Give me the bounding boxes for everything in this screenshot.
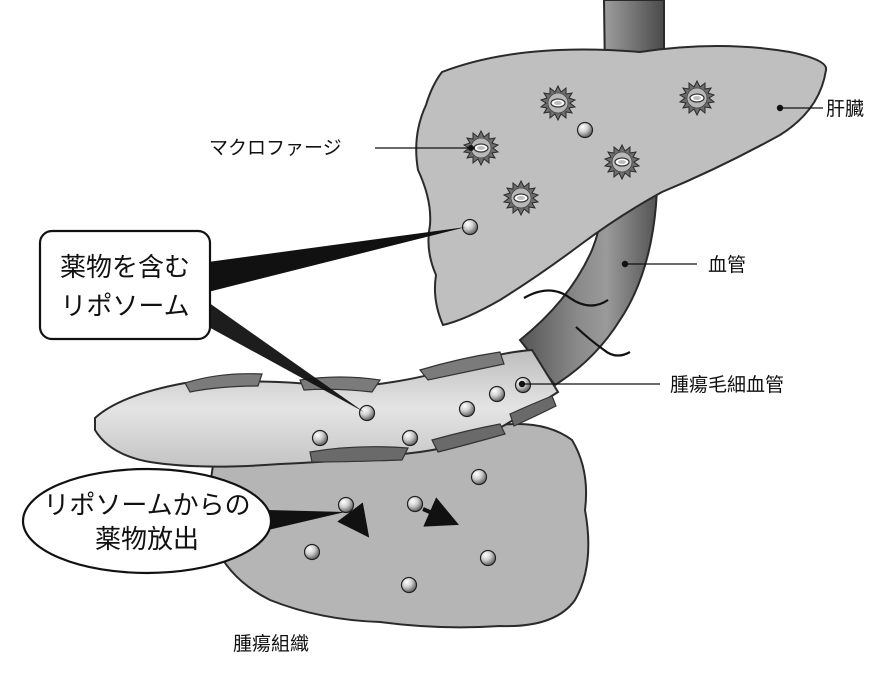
release-callout-line2: 薬物放出 — [95, 525, 199, 555]
liposome-icon — [337, 496, 355, 514]
liposome-icon — [479, 549, 497, 567]
release-arrow-icon — [422, 497, 459, 527]
liver-label: 肝臓 — [826, 98, 864, 120]
release-arrow-icon — [337, 502, 370, 538]
liposome-icon — [461, 218, 479, 236]
liposome-icon — [458, 400, 476, 418]
liposome-icon — [470, 468, 488, 486]
tumor-tissue-label: 腫瘍組織 — [233, 633, 309, 655]
liposome-callout-box — [38, 229, 212, 341]
liver-leader-dot — [776, 104, 784, 112]
endothelial-gap — [184, 373, 263, 393]
liposome-icon — [303, 543, 321, 561]
endothelial-gap — [309, 446, 409, 463]
endothelial-gap — [418, 351, 505, 381]
liposome-icon — [358, 404, 376, 422]
liposome-callout-line1: 薬物を含む — [60, 253, 190, 283]
vessel-break-mark — [575, 326, 631, 357]
callout-pointer — [268, 510, 345, 530]
callout-pointer — [208, 227, 466, 292]
blood-vessel-label: 血管 — [708, 254, 746, 276]
liposome-callout-line2: リポソーム — [60, 292, 189, 322]
release-callout-bubble — [21, 467, 273, 575]
liposome-icon — [311, 429, 329, 447]
liposome-icon — [406, 495, 424, 513]
liposome-icon — [401, 429, 419, 447]
macrophage-label: マクロファージ — [209, 137, 342, 159]
liposome-icon — [400, 576, 418, 594]
macrophage-leader-dot — [468, 145, 474, 151]
vessel-break-mark — [523, 289, 609, 307]
endothelial-gap — [431, 423, 506, 453]
liver — [415, 45, 828, 327]
callout-pointer — [205, 300, 364, 412]
tumor-capillary-label: 腫瘍毛細血管 — [670, 374, 784, 396]
release-callout-line1: リポソームからの — [43, 491, 250, 521]
vessel-leader-dot — [621, 260, 629, 268]
liposome-icon — [488, 385, 506, 403]
endothelial-gap — [509, 395, 557, 427]
liposome-icon — [576, 121, 594, 139]
tumor-tissue — [209, 423, 590, 629]
capillary-leader-dot — [518, 380, 526, 388]
endothelial-gap — [299, 376, 382, 393]
